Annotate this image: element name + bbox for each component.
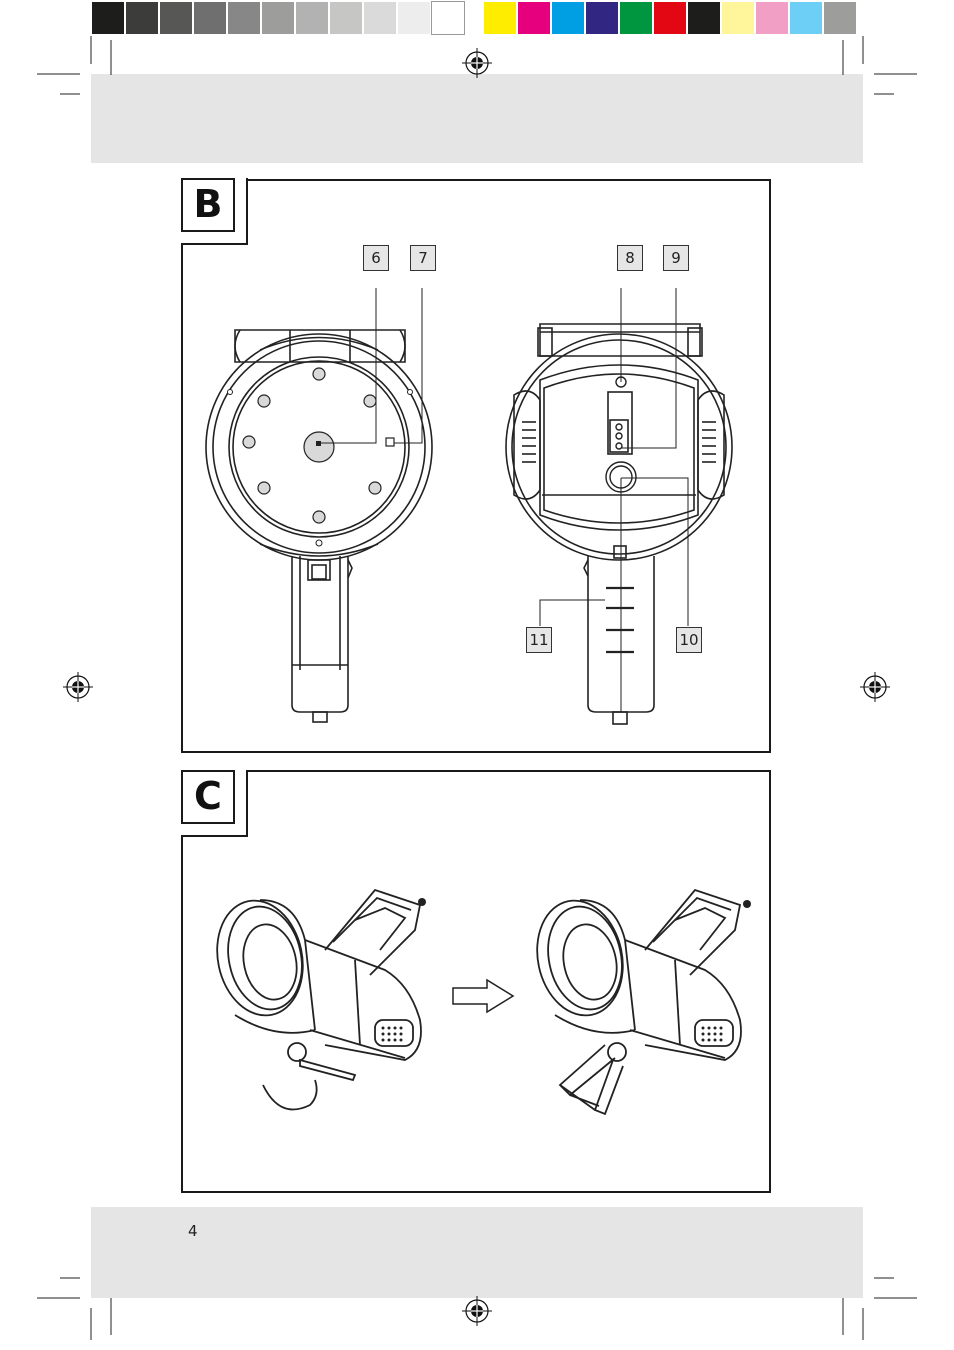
- stand-unfolded-illustration: [535, 880, 765, 1140]
- page-number: 4: [188, 1222, 198, 1240]
- registration-mark-left: [63, 672, 93, 702]
- figure-b-tab-label: B: [181, 178, 235, 232]
- arrow-right-icon: [451, 978, 515, 1014]
- callout-11: 11: [526, 627, 552, 653]
- callout-7: 7: [410, 245, 436, 271]
- registration-mark-bottom: [462, 1296, 492, 1326]
- callout-6: 6: [363, 245, 389, 271]
- spotlight-front-view-illustration: [500, 310, 740, 730]
- registration-mark-top: [462, 48, 492, 78]
- callout-10: 10: [676, 627, 702, 653]
- callout-9: 9: [663, 245, 689, 271]
- spotlight-back-view-illustration: [200, 310, 440, 730]
- stand-folded-illustration: [205, 880, 435, 1140]
- callout-8: 8: [617, 245, 643, 271]
- registration-mark-right: [860, 672, 890, 702]
- figure-c-tab-label: C: [181, 770, 235, 824]
